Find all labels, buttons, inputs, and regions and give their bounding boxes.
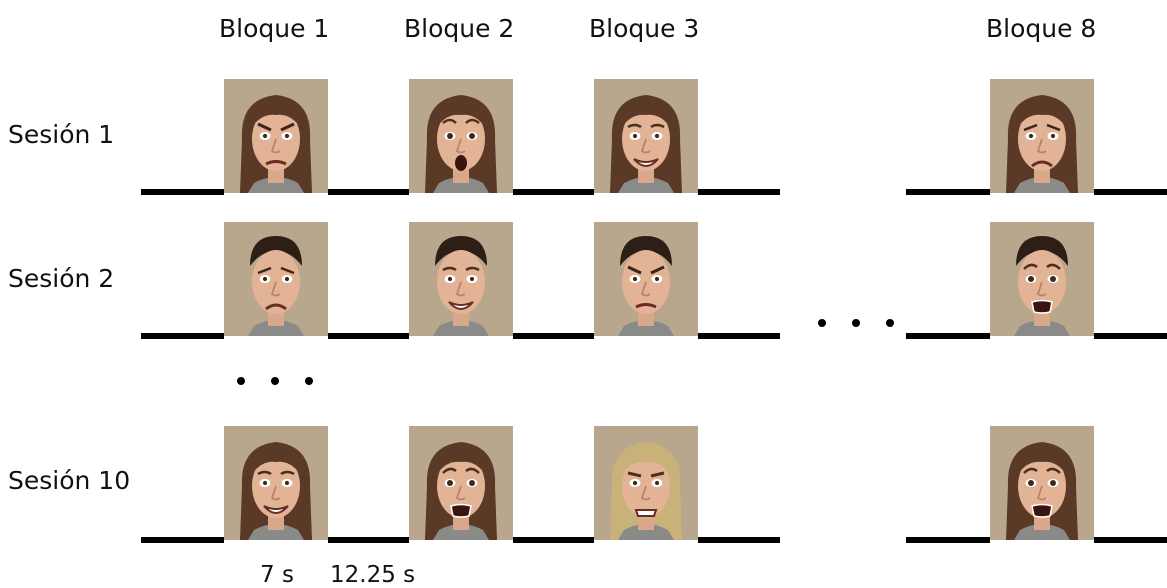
session-label-1: Sesión 1 xyxy=(8,120,115,149)
rest-line xyxy=(698,333,780,339)
face-photo-happy-woman xyxy=(594,79,698,193)
session-label-10: Sesión 10 xyxy=(8,466,131,495)
rest-line xyxy=(513,333,594,339)
header-bloque-2: Bloque 2 xyxy=(404,14,515,43)
face-photo-fearful-man xyxy=(990,222,1094,336)
rest-line xyxy=(698,189,780,195)
blocks-ellipsis xyxy=(818,319,894,327)
face-photo-happy-man xyxy=(409,222,513,336)
rest-line xyxy=(141,333,224,339)
rest-line xyxy=(906,333,990,339)
rest-line xyxy=(328,189,409,195)
header-bloque-3: Bloque 3 xyxy=(589,14,700,43)
rest-line xyxy=(141,189,224,195)
rest-line xyxy=(328,333,409,339)
face-photo-angry-woman xyxy=(224,79,328,193)
face-photo-angry-man xyxy=(594,222,698,336)
rest-duration-label: 12.25 s xyxy=(330,562,416,588)
sessions-ellipsis xyxy=(237,377,313,385)
header-bloque-8: Bloque 8 xyxy=(986,14,1097,43)
rest-line xyxy=(1094,333,1167,339)
rest-line xyxy=(906,189,990,195)
face-photo-sad-woman xyxy=(990,79,1094,193)
rest-line xyxy=(141,537,224,543)
rest-line xyxy=(1094,537,1167,543)
rest-line xyxy=(698,537,780,543)
rest-line xyxy=(906,537,990,543)
face-photo-surprised-woman xyxy=(409,79,513,193)
face-photo-fearful-woman xyxy=(990,426,1094,540)
rest-line xyxy=(513,189,594,195)
face-photo-happy-woman xyxy=(224,426,328,540)
rest-line xyxy=(1094,189,1167,195)
rest-line xyxy=(513,537,594,543)
face-photo-disgusted-woman xyxy=(594,426,698,540)
header-bloque-1: Bloque 1 xyxy=(219,14,330,43)
face-photo-sad-man xyxy=(224,222,328,336)
stimulus-duration-label: 7 s xyxy=(260,562,294,588)
rest-line xyxy=(328,537,409,543)
face-photo-fearful-woman xyxy=(409,426,513,540)
session-label-2: Sesión 2 xyxy=(8,264,115,293)
